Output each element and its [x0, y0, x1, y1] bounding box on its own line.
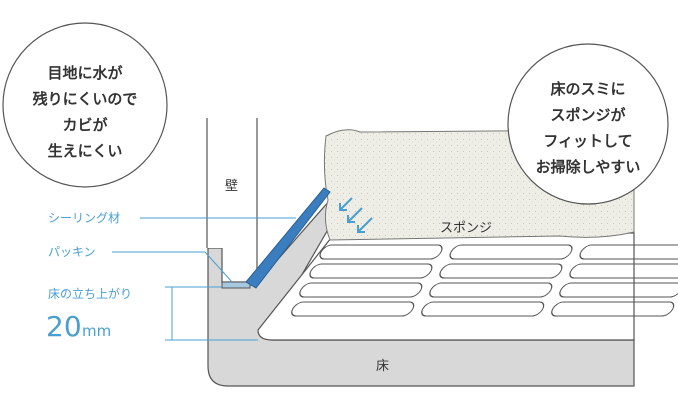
right-bubble: [507, 43, 669, 205]
sealing-label: シーリング材: [48, 211, 120, 225]
pressure-arrows: [339, 197, 373, 233]
rise-value: 20: [46, 310, 82, 343]
sponge-label: スポンジ: [440, 221, 492, 236]
floor-top-surface: [257, 232, 635, 341]
wall: [207, 118, 257, 248]
rise-caption: 床の立ち上がり: [48, 286, 132, 301]
floor-label: 床: [376, 359, 389, 374]
left-bubble-line-1: 目地に水が: [47, 64, 123, 82]
floor-grooves: [291, 244, 678, 317]
left-bubble-line-3: カビが: [62, 116, 108, 134]
sealant: [245, 187, 331, 289]
right-bubble-line-4: お掃除しやすい: [536, 158, 641, 176]
left-bubble-line-4: 生えにくい: [48, 142, 123, 160]
rise-unit: mm: [82, 322, 111, 340]
packing-label: パッキン: [48, 245, 96, 259]
packing: [221, 281, 251, 289]
right-bubble-line-1: 床のスミに: [550, 80, 625, 98]
wall-label: 壁: [225, 179, 238, 194]
left-bubble-line-2: 残りにくいので: [33, 90, 138, 108]
right-bubble-line-3: フィットして: [543, 132, 632, 150]
left-bubble: [2, 22, 168, 188]
right-bubble-line-2: スポンジが: [550, 106, 626, 124]
